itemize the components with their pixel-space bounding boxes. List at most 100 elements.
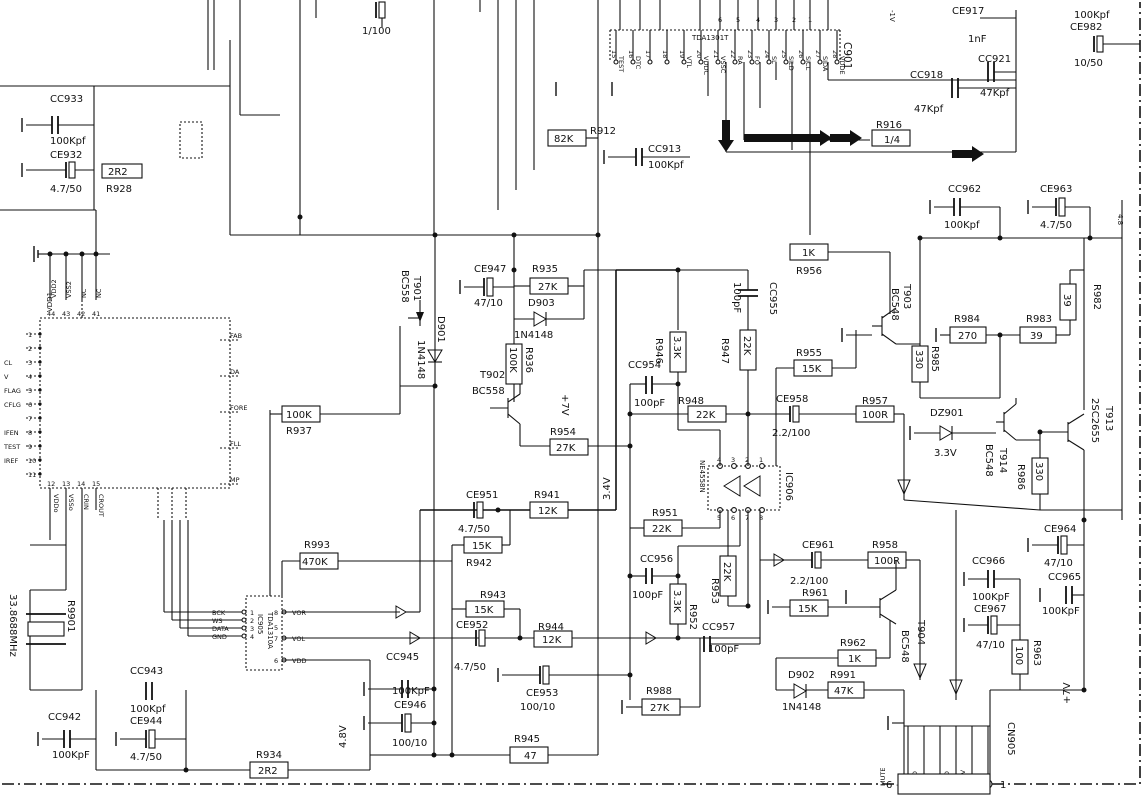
tda1301t-pin-end bbox=[766, 59, 772, 65]
cc918-value: 47Kpf bbox=[914, 104, 944, 115]
tda1301t-pin-name: DTC bbox=[634, 56, 642, 70]
tda1301t-pin-number: 25 bbox=[780, 50, 788, 58]
r916-ref: R916 bbox=[876, 120, 902, 131]
cc965-ref: CC965 bbox=[1048, 572, 1081, 583]
saa-left-pin-name: TEST bbox=[3, 443, 20, 451]
tda1301t-pin-number: 17 bbox=[644, 50, 652, 58]
ne4558n-pin-end bbox=[731, 507, 737, 513]
cc945-ref: CC945 bbox=[386, 652, 419, 663]
r983-ref: R983 bbox=[1026, 314, 1052, 325]
r952-ref: R952 bbox=[687, 604, 698, 630]
saa-bottom-pin-number: 13 bbox=[62, 480, 70, 488]
tda1301t-pin-end bbox=[613, 59, 619, 65]
t901-type: BC558 bbox=[399, 270, 410, 303]
r928-ref: R928 bbox=[106, 184, 132, 195]
r936-value: 100K bbox=[507, 347, 518, 373]
tda1301t-pin-end bbox=[834, 59, 840, 65]
r985-value: 330 bbox=[913, 350, 924, 369]
r954-value: 27K bbox=[556, 443, 576, 454]
ce963-value: 4.7/50 bbox=[1040, 220, 1072, 231]
saa-left-pin-number: 7 bbox=[28, 415, 32, 423]
t902-ref: T902 bbox=[479, 370, 505, 381]
ce967-value: 47/10 bbox=[976, 640, 1005, 651]
r986-value: 330 bbox=[1033, 462, 1044, 481]
saa-pin-dot bbox=[38, 332, 42, 336]
tda1301t-pin-number: 15 bbox=[610, 50, 618, 58]
tda1301t-pin-name: SILD bbox=[787, 56, 795, 71]
r934-value: 2R2 bbox=[258, 766, 278, 777]
ne4558n-bottom-pin-number: 7 bbox=[745, 514, 749, 522]
cc956-value: 100pF bbox=[632, 590, 663, 601]
ce951-ref: CE951 bbox=[466, 490, 498, 501]
ne4558n-bottom-pin-number: 5 bbox=[717, 514, 721, 522]
tda1301t-pin-name: FO bbox=[753, 56, 761, 65]
r984-ref: R984 bbox=[954, 314, 980, 325]
ce932-ref: CE932 bbox=[50, 150, 82, 161]
input-network: CE951 4.7/50 R941 12K 15K R942 R943 15K … bbox=[363, 232, 701, 764]
cc965-value: 100KpF bbox=[1042, 606, 1080, 617]
saa-left-pin-name: IFEN bbox=[4, 429, 19, 437]
cap-top-value: 1/100 bbox=[362, 26, 391, 37]
saa-bottom-pin-name: VDDo bbox=[52, 494, 60, 512]
ce982-value: 10/50 bbox=[1074, 58, 1103, 69]
saa-left-pin-name: IREF bbox=[4, 457, 19, 465]
cc962-value: 100Kpf bbox=[944, 220, 980, 231]
tda1310a-right-pin-name: VOL bbox=[292, 635, 305, 643]
tda1301t-pin-number: 26 bbox=[797, 50, 805, 58]
r912-cc913: 82K R912 CC913 100Kpf bbox=[547, 82, 690, 171]
tda1310a-left-pin-name: WS bbox=[212, 617, 223, 625]
tda1301t-pin-name: VDDC bbox=[702, 56, 710, 75]
ce953-ref: CE953 bbox=[526, 688, 558, 699]
r945-ref: R945 bbox=[514, 734, 540, 745]
ce964-ref: CE964 bbox=[1044, 524, 1076, 535]
saa-left-pin-number: 5 bbox=[28, 387, 32, 395]
t903-ref: T903 bbox=[901, 283, 912, 309]
cc918-ref: CC918 bbox=[910, 70, 943, 81]
r948-value: 22K bbox=[696, 410, 716, 421]
saa-top-pin-name: VDD2 bbox=[50, 279, 58, 298]
tda1310a-name: TDA1310A bbox=[266, 611, 274, 649]
r963-ref: R963 bbox=[1031, 640, 1042, 666]
tda1301t-pin-end bbox=[800, 59, 806, 65]
r941-ref: R941 bbox=[534, 490, 560, 501]
saa-bottom-pin-number: 15 bbox=[92, 480, 100, 488]
tda1310a-pin-end bbox=[241, 617, 247, 623]
r953-ref: R953 bbox=[709, 578, 720, 604]
rail-4-8: 4.8 bbox=[1116, 214, 1124, 225]
ne4558n-top-pin-number: 3 bbox=[731, 456, 735, 464]
saa-left-pin-name: FLAG bbox=[4, 387, 21, 395]
r934-ref: R934 bbox=[256, 750, 282, 761]
r947-ref: R947 bbox=[719, 338, 730, 364]
ce944-ref: CE944 bbox=[130, 716, 162, 727]
r962-ref: R962 bbox=[840, 638, 866, 649]
r991-value: 47K bbox=[834, 686, 854, 697]
ce917-value: 1nF bbox=[968, 34, 987, 45]
r947-value: 22K bbox=[741, 336, 752, 356]
r993-ref: R993 bbox=[304, 540, 330, 551]
crystal: 33.8688MHz R9901 bbox=[7, 589, 82, 691]
ce952-value: 4.7/50 bbox=[454, 662, 486, 673]
r956-value: 1K bbox=[802, 248, 815, 259]
ce952-ref: CE952 bbox=[456, 620, 488, 631]
ce963-ref: CE963 bbox=[1040, 184, 1072, 195]
r945-value: 47 bbox=[524, 751, 537, 762]
r912-value: 82K bbox=[554, 134, 574, 145]
saa-top-pin-name: NC bbox=[95, 288, 103, 298]
ce947-value: 47/10 bbox=[474, 298, 503, 309]
r982-ref: R982 bbox=[1091, 284, 1102, 310]
saa-top-pin-name: VSS2 bbox=[65, 281, 73, 298]
saa-pin-dot bbox=[38, 458, 42, 462]
cn905-end-right: 1 bbox=[1000, 780, 1006, 791]
r961-value: 15K bbox=[798, 604, 818, 615]
ce932-value: 4.7/50 bbox=[50, 184, 82, 195]
r956-ref: R956 bbox=[796, 266, 822, 277]
tda1301t-pin-end bbox=[715, 59, 721, 65]
tda1301t-pin-name: VTL bbox=[685, 56, 693, 68]
t904-ref: T904 bbox=[915, 619, 926, 645]
saa-right-pin-name: FAB bbox=[230, 332, 242, 340]
tda1301t-pin-end bbox=[630, 59, 636, 65]
tda1301t-pin-number: 28 bbox=[831, 50, 839, 58]
cc945-value: 100KpF bbox=[392, 686, 430, 697]
